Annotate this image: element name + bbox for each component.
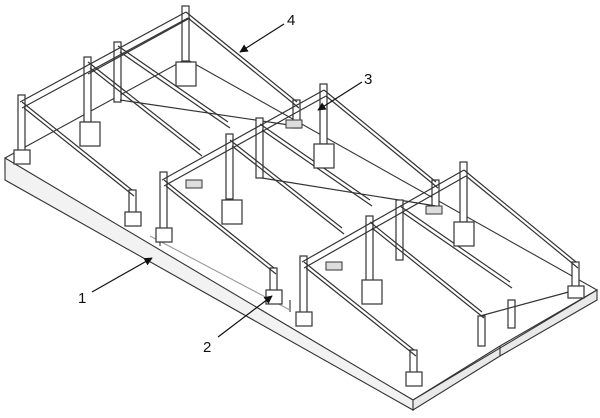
callout-label-3: 3 xyxy=(364,71,372,88)
mount-module-back xyxy=(13,5,301,227)
callout-3: 3 xyxy=(317,71,372,111)
callout-2: 2 xyxy=(203,295,273,356)
callout-4: 4 xyxy=(239,12,295,53)
base-slab xyxy=(4,58,599,411)
connector-brackets xyxy=(185,119,443,271)
callout-label-2: 2 xyxy=(203,339,211,356)
mount-module-front xyxy=(295,161,585,387)
callout-label-4: 4 xyxy=(287,12,295,29)
callout-1: 1 xyxy=(78,257,153,307)
callout-label-1: 1 xyxy=(78,290,86,307)
